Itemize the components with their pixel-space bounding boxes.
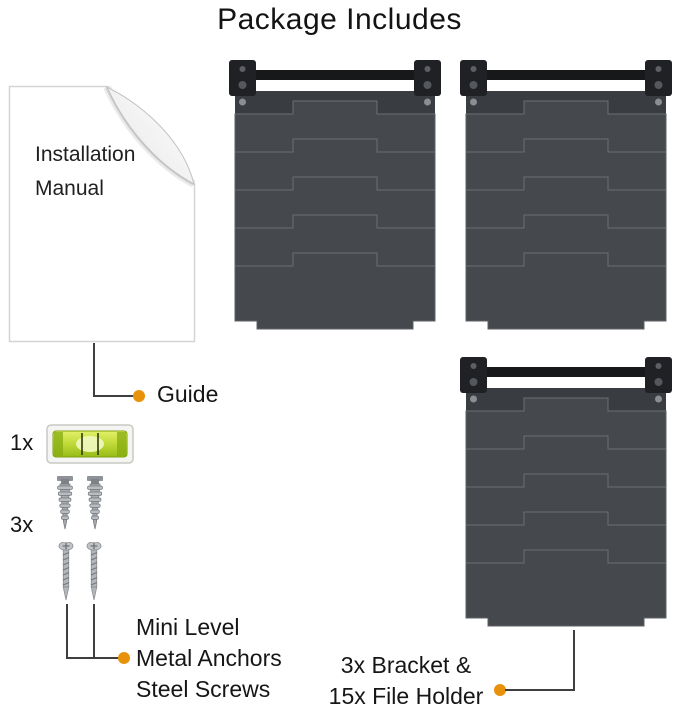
bracket-holder-labels: 3x Bracket & 15x File Holder xyxy=(318,650,494,712)
installation-manual-paper: Installation Manual xyxy=(8,85,196,343)
connector-line-holder-vertical xyxy=(573,630,575,691)
manual-title-line1: Installation xyxy=(35,143,135,166)
paper-curl xyxy=(105,85,195,185)
quantity-level: 1x xyxy=(10,430,34,455)
quantity-anchors-screws: 3x xyxy=(10,512,34,537)
bracket-label-line1: 3x Bracket & xyxy=(340,652,472,678)
metal-anchors xyxy=(56,475,104,530)
connector-line-holder-horizontal xyxy=(505,689,575,691)
file-holder-unit-3 xyxy=(453,352,679,630)
mini-level xyxy=(46,424,134,464)
steel-screws-label: Steel Screws xyxy=(136,676,271,702)
hardware-labels: Mini Level Metal Anchors Steel Screws xyxy=(136,612,282,705)
bracket-label-line2: 15x File Holder xyxy=(328,683,484,709)
connector-line-hardware-horizontal xyxy=(66,657,120,659)
level-bubble xyxy=(76,436,104,452)
file-holder-unit-2 xyxy=(453,55,679,333)
callout-dot-holder xyxy=(494,684,506,696)
file-holder-unit-1 xyxy=(222,55,448,333)
steel-screws xyxy=(58,542,102,601)
connector-line-guide-horizontal xyxy=(93,395,135,397)
metal-anchors-label: Metal Anchors xyxy=(136,645,282,671)
callout-dot-hardware xyxy=(118,652,130,664)
guide-label: Guide xyxy=(157,381,219,407)
manual-title-line2: Manual xyxy=(35,177,104,200)
page-title: Package Includes xyxy=(217,3,462,36)
connector-line-hardware-vertical-1 xyxy=(66,604,68,658)
connector-line-hardware-vertical-2 xyxy=(93,604,95,658)
mini-level-label: Mini Level xyxy=(136,614,240,640)
connector-line-guide-vertical xyxy=(93,343,95,397)
callout-dot-guide xyxy=(133,390,145,402)
